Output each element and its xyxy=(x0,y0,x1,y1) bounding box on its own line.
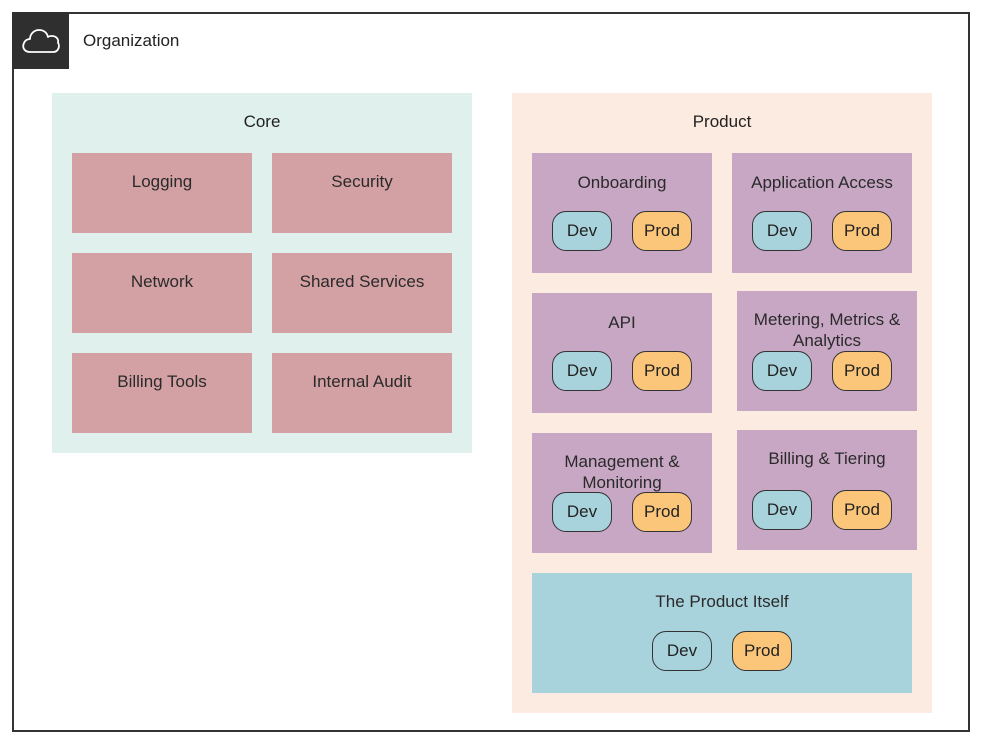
core-account-security: Security xyxy=(272,153,452,233)
prod-environment: Prod xyxy=(732,631,792,671)
core-account-internal-audit: Internal Audit xyxy=(272,353,452,433)
prod-environment: Prod xyxy=(832,211,892,251)
dev-environment: Dev xyxy=(752,351,812,391)
dev-environment: Dev xyxy=(552,351,612,391)
prod-environment: Prod xyxy=(832,351,892,391)
account-label: Management & Monitoring xyxy=(564,452,680,492)
core-account-network: Network xyxy=(72,253,252,333)
core-account-logging: Logging xyxy=(72,153,252,233)
cloud-icon xyxy=(21,28,60,53)
product-account-billing-tiering: Billing & Tiering Dev Prod xyxy=(737,430,917,550)
dev-environment: Dev xyxy=(752,211,812,251)
account-label: Billing & Tiering xyxy=(768,449,886,468)
core-account-shared-services: Shared Services xyxy=(272,253,452,333)
dev-environment: Dev xyxy=(552,492,612,532)
account-label: Application Access xyxy=(751,173,893,192)
dev-environment: Dev xyxy=(552,211,612,251)
account-label: Metering, Metrics & Analytics xyxy=(753,310,901,350)
product-account-metering-metrics-analytics: Metering, Metrics & Analytics Dev Prod xyxy=(737,291,917,411)
organization-icon-badge xyxy=(12,12,69,69)
core-account-label: Security xyxy=(331,172,393,191)
core-account-label: Network xyxy=(130,272,194,291)
account-label: API xyxy=(608,313,636,332)
core-account-label: Billing Tools xyxy=(117,372,207,391)
core-region: Core Logging Security Network Shared Ser… xyxy=(52,93,472,453)
core-account-label: Internal Audit xyxy=(312,372,412,391)
core-account-billing-tools: Billing Tools xyxy=(72,353,252,433)
product-region: Product Onboarding Dev Prod Application … xyxy=(512,93,932,713)
core-account-label: Logging xyxy=(131,172,193,191)
organization-title: Organization xyxy=(83,31,180,50)
prod-environment: Prod xyxy=(632,211,692,251)
product-account-application-access: Application Access Dev Prod xyxy=(732,153,912,273)
account-label: The Product Itself xyxy=(655,592,789,611)
prod-environment: Prod xyxy=(632,492,692,532)
product-account-api: API Dev Prod xyxy=(532,293,712,413)
dev-environment: Dev xyxy=(752,490,812,530)
product-title: Product xyxy=(692,112,752,131)
dev-environment: Dev xyxy=(652,631,712,671)
product-account-onboarding: Onboarding Dev Prod xyxy=(532,153,712,273)
core-title: Core xyxy=(243,112,281,131)
prod-environment: Prod xyxy=(632,351,692,391)
account-label: Onboarding xyxy=(577,173,667,192)
product-itself-account: The Product Itself Dev Prod xyxy=(532,573,912,693)
prod-environment: Prod xyxy=(832,490,892,530)
product-account-management-monitoring: Management & Monitoring Dev Prod xyxy=(532,433,712,553)
core-account-label: Shared Services xyxy=(299,272,425,291)
